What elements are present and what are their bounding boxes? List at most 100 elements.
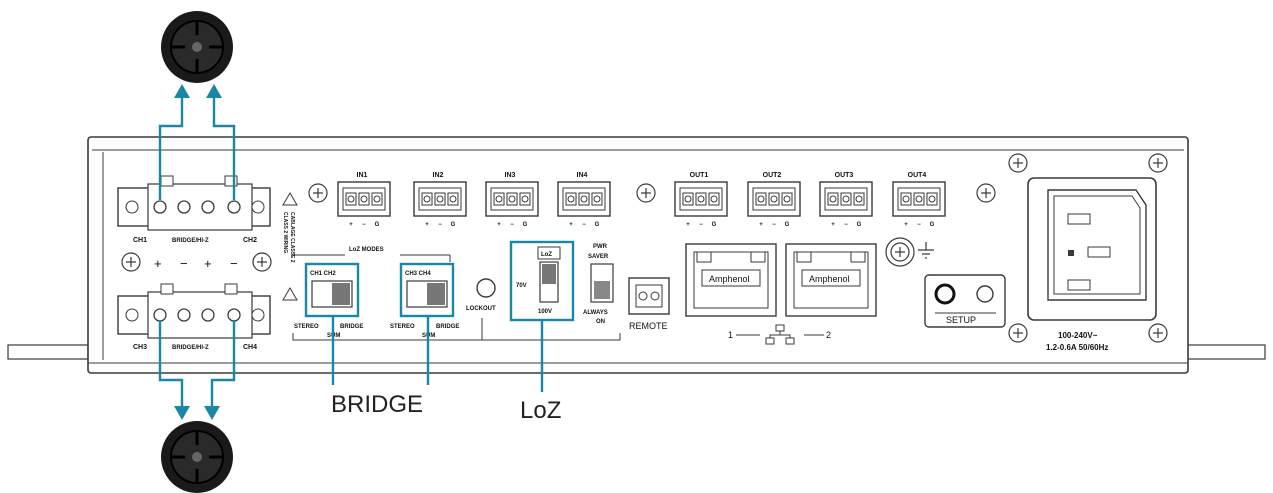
class2-wiring-text-fr: CABLAGE CLASSE 2 [289,212,295,263]
polarity-mark-1: + [154,256,162,271]
callout-lines [331,316,544,392]
pin-mark: G [712,222,717,228]
output-connector-1[interactable] [674,181,728,217]
pin-mark: + [569,222,573,228]
speaker-terminal-bottom [117,283,271,339]
right-mounting-rail [1184,344,1266,360]
pin-mark: + [904,222,908,228]
bridge-label-2: BRIDGE [436,324,459,330]
ground-screw-icon [885,237,934,267]
pin-mark: − [844,222,848,228]
loz-70v-label: 70V [516,283,527,289]
polarity-mark-2: − [180,256,188,271]
ch4-label: CH4 [243,344,257,351]
pin-mark: + [686,222,690,228]
network-port-1[interactable] [685,243,777,317]
stereo-label-1: STEREO [294,324,319,330]
pin-mark: G [595,222,600,228]
pin-mark: G [375,222,380,228]
pin-mark: + [831,222,835,228]
panel-bottom-bracket [292,333,621,341]
amphenol-label-2: Amphenol [809,274,850,284]
loz-callout-label: LoZ [520,397,561,424]
bridge-label-1: BRIDGE [340,324,363,330]
network-port-1-number: 1 [728,330,733,340]
loz-100v-label: 100V [538,309,552,315]
ch1-label: CH1 [133,237,147,244]
wiring-arrows [158,95,236,410]
network-icon [765,324,795,345]
speaker-bottom-icon [161,421,233,493]
pwr-saver-switch-knob [594,281,610,299]
pin-mark: + [497,222,501,228]
io-connector-group: IN1 + − G IN2 + − G IN3 + − G IN4 + − G OUT1 + − G OUT2 + − G OU… [337,172,946,228]
loz-modes-title: LoZ MODES [349,247,384,253]
input-connector-4[interactable] [557,181,611,217]
setup-jack[interactable] [934,283,956,305]
power-inlet[interactable] [1027,177,1157,321]
setup-button[interactable] [976,285,994,303]
pin-mark: − [772,222,776,228]
ch3-label: CH3 [133,344,147,351]
output-1-label: OUT1 [690,172,709,179]
network-port-2[interactable] [785,243,877,317]
pin-mark: − [699,222,703,228]
pin-mark: G [451,222,456,228]
input-connector-2[interactable] [413,181,467,217]
input-connector-3[interactable] [485,181,539,217]
pin-mark: G [785,222,790,228]
amphenol-label-1: Amphenol [709,274,750,284]
loz-tag [537,246,561,260]
network-port-2-number: 2 [826,330,831,340]
output-connector-4[interactable] [892,181,946,217]
ch1-ch2-switch-label: CH1 CH2 [310,271,336,277]
polarity-mark-4: − [230,256,238,271]
power-current-label: 1.2-0.6A 50/60Hz [1046,343,1108,352]
input-4-label: IN4 [577,172,588,179]
warning-icon-top [282,192,298,206]
speaker-top-icon [161,11,233,83]
output-3-label: OUT3 [835,172,854,179]
left-mounting-rail [7,344,89,360]
loz-modes-bracket [293,254,451,262]
output-4-label: OUT4 [908,172,927,179]
input-connector-1[interactable] [337,181,391,217]
bridge-switch-ch1-ch2-knob [332,283,350,305]
ch2-label: CH2 [243,237,257,244]
bridge-hiz-label-top: BRIDGE/HI-Z [172,238,209,244]
bridge-hiz-label-bottom: BRIDGE/HI-Z [172,345,209,351]
stereo-label-2: STEREO [390,324,415,330]
input-3-label: IN3 [505,172,516,179]
pin-mark: + [349,222,353,228]
pin-mark: − [510,222,514,228]
lockout-label: LOCKOUT [466,306,496,312]
input-1-label: IN1 [357,172,368,179]
bridge-callout-label: BRIDGE [331,391,423,418]
always-label: ALWAYS [583,310,608,316]
setup-label: SETUP [946,315,976,325]
input-2-label: IN2 [433,172,444,179]
class2-wiring-text: CLASS 2 WIRING [282,212,288,253]
pin-mark: + [759,222,763,228]
output-connector-2[interactable] [747,181,801,217]
loz-tag-label: LoZ [541,252,552,258]
bridge-switch-ch3-ch4-knob [427,283,445,305]
polarity-mark-3: + [204,256,212,271]
pin-mark: − [582,222,586,228]
pin-mark: G [523,222,528,228]
loz-voltage-switch-knob [542,264,556,284]
output-connector-3[interactable] [819,181,873,217]
saver-label: SAVER [588,254,609,260]
lockout-button[interactable] [476,278,496,298]
power-voltage-label: 100-240V~ [1058,331,1098,340]
output-2-label: OUT2 [763,172,782,179]
screw-icon [121,153,1168,343]
pin-mark: − [438,222,442,228]
arrow-heads [174,84,222,420]
on-label: ON [596,319,605,325]
pin-mark: − [362,222,366,228]
warning-icon-bottom [282,287,298,301]
pin-mark: − [917,222,921,228]
pin-mark: G [930,222,935,228]
